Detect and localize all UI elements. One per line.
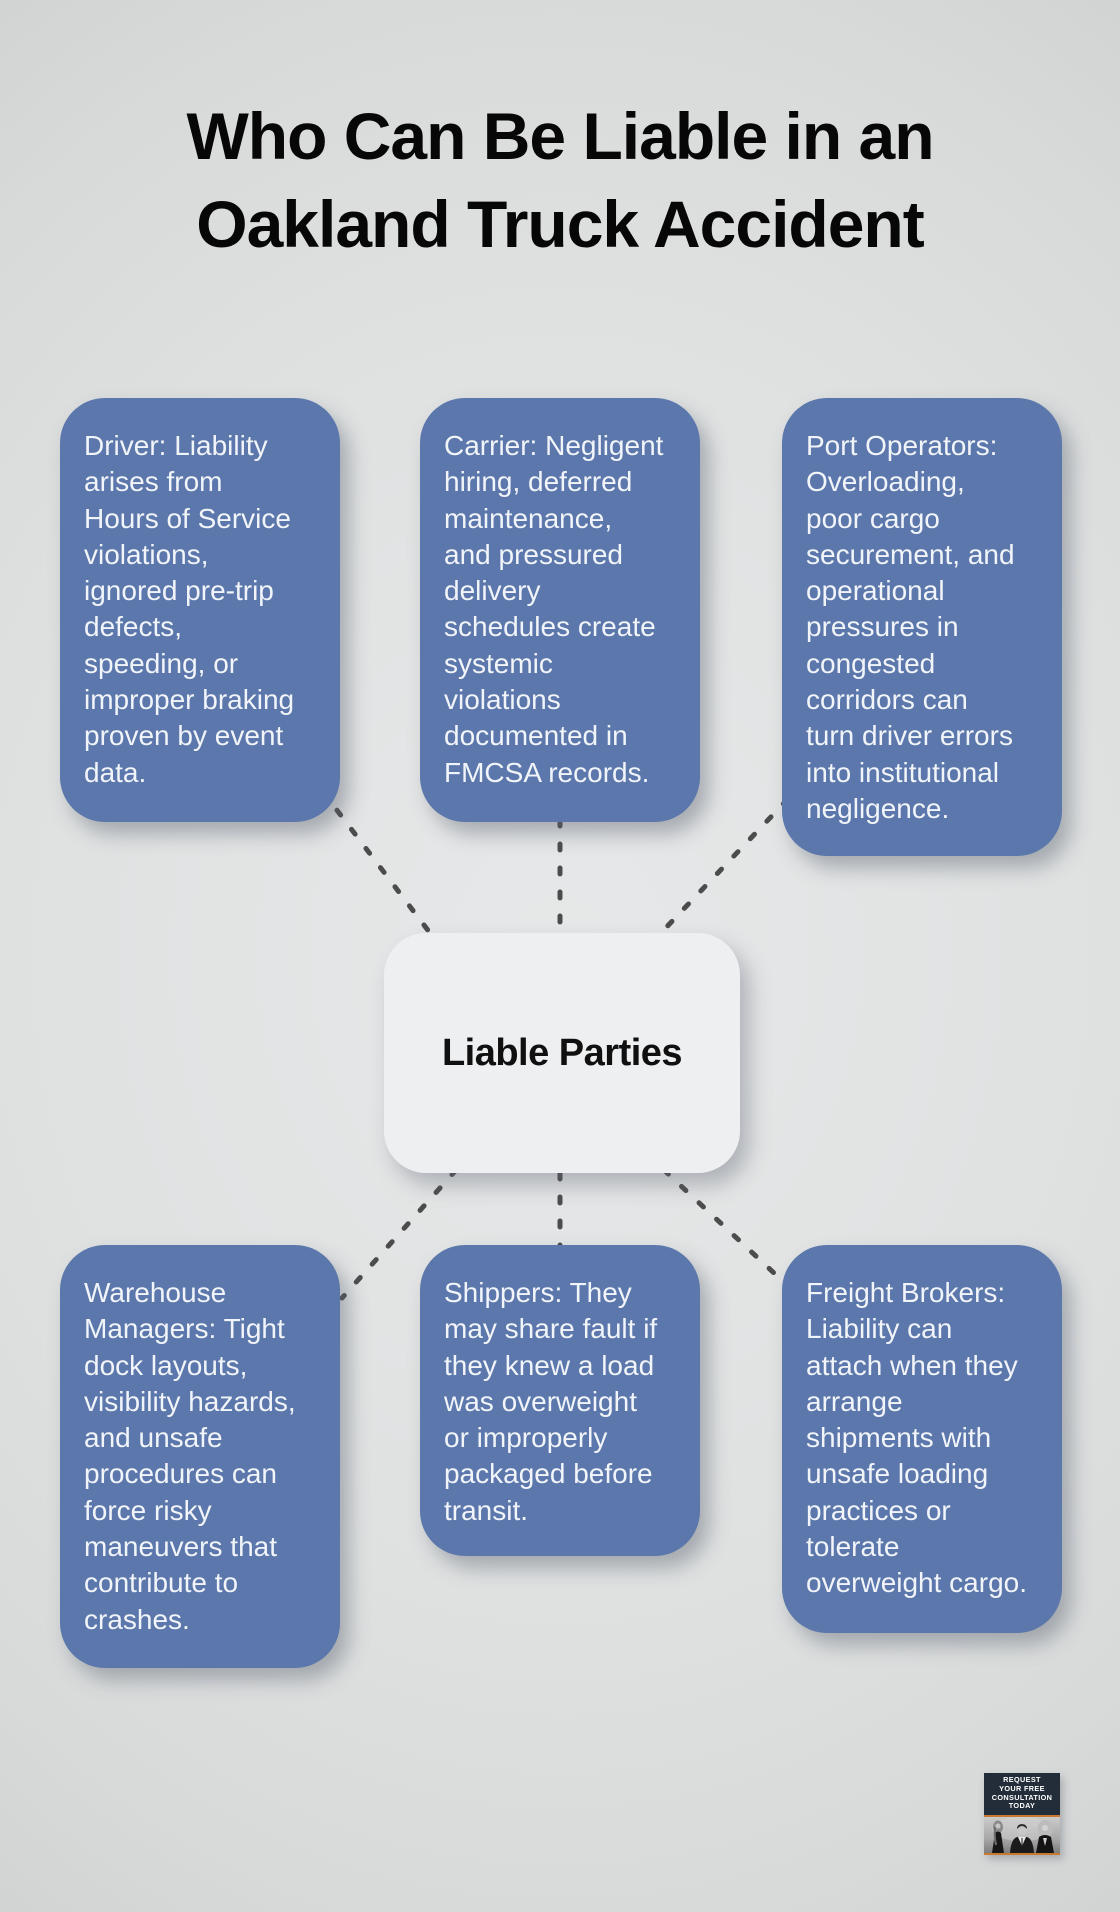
- node-card-driver: Driver: Liability arises from Hours of S…: [60, 398, 340, 822]
- consultation-badge[interactable]: REQUEST YOUR FREE CONSULTATION TODAY: [984, 1773, 1060, 1856]
- connector-line-driver: [305, 769, 433, 936]
- connector-line-brokers: [661, 1167, 793, 1291]
- person-silhouette-left: [992, 1820, 1004, 1854]
- page-title: Who Can Be Liable in an Oakland Truck Ac…: [186, 99, 934, 261]
- node-card-shippers: Shippers: They may share fault if they k…: [420, 1245, 700, 1556]
- liable-parties-label: Liable Parties: [441, 1031, 683, 1074]
- node-card-port-operators: Port Operators: Overloading, poor cargo …: [782, 398, 1062, 856]
- badge-accent-rule-top: [984, 1815, 1060, 1818]
- consultation-cta-text: REQUEST YOUR FREE CONSULTATION TODAY: [984, 1773, 1060, 1816]
- connector-line-warehouse: [339, 1167, 459, 1301]
- node-card-carrier: Carrier: Negligent hiring, deferred main…: [420, 398, 700, 822]
- badge-accent-rule-bottom: [984, 1853, 1060, 1856]
- person-silhouette-center: [1010, 1824, 1034, 1854]
- connector-line-port: [657, 779, 807, 937]
- person-silhouette-right: [1036, 1820, 1054, 1854]
- liable-parties-node: Liable Parties: [384, 933, 740, 1173]
- attorneys-photo: [984, 1817, 1060, 1854]
- node-card-warehouse-managers: Warehouse Managers: Tight dock layouts, …: [60, 1245, 340, 1668]
- node-card-freight-brokers: Freight Brokers: Liability can attach wh…: [782, 1245, 1062, 1633]
